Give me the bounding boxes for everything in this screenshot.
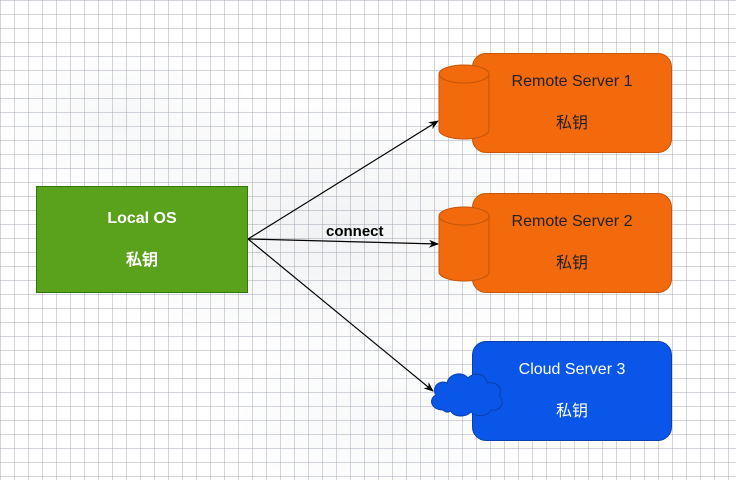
edge-label-connect: connect [326, 223, 384, 240]
remote-server-1-title: Remote Server 1 [511, 73, 633, 90]
remote-server-1-node[interactable]: Remote Server 1 私钥 [472, 53, 672, 153]
edge-local-to-remote-1[interactable] [247, 120, 439, 240]
local-os-title: Local OS [107, 209, 177, 227]
local-os-node[interactable]: Local OS 私钥 [36, 186, 248, 293]
database-cylinder-icon [438, 64, 490, 140]
remote-server-2-node[interactable]: Remote Server 2 私钥 [472, 193, 672, 293]
cloud-server-3-subtitle: 私钥 [555, 403, 588, 420]
cloud-server-3-title: Cloud Server 3 [518, 361, 626, 378]
local-os-subtitle: 私钥 [125, 251, 158, 269]
remote-server-2-subtitle: 私钥 [555, 255, 588, 272]
cloud-server-3-node[interactable]: Cloud Server 3 私钥 [472, 341, 672, 441]
remote-server-2-title: Remote Server 2 [511, 213, 633, 230]
database-cylinder-icon [438, 206, 490, 282]
cloud-icon [431, 373, 503, 417]
edge-local-to-cloud-3[interactable] [247, 238, 434, 392]
remote-server-1-subtitle: 私钥 [555, 115, 588, 132]
